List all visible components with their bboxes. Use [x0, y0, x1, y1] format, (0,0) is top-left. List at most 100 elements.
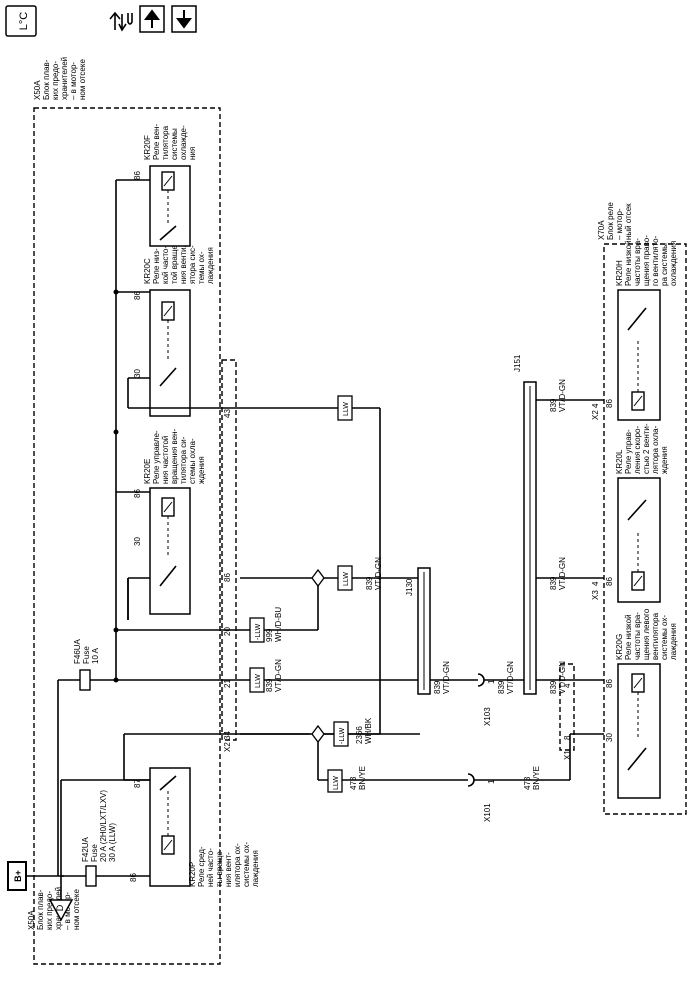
- relay-kr20c-label: KR20C Реле низ- кой часто- той враще- ни…: [143, 240, 215, 284]
- svg-text:4: 4: [591, 581, 600, 586]
- toolbar: L°C: [0, 0, 220, 48]
- relay-kr20p-label: KR20P Реле сред- ней часто- ты враще- ни…: [188, 842, 260, 887]
- relay-kr20c: [149, 289, 191, 417]
- svg-text:лятора охла-: лятора охла-: [651, 425, 660, 474]
- svg-text:тилятора си-: тилятора си-: [179, 436, 188, 484]
- svg-text:4: 4: [563, 683, 572, 688]
- svg-text:BN/YE: BN/YE: [358, 766, 367, 790]
- svg-text:VT/D-GN: VT/D-GN: [274, 659, 283, 692]
- relay-kr20h: [617, 289, 661, 421]
- relay-kr20l-label: KR20L Реле управ- ления скоро- стью 2 ве…: [615, 423, 669, 474]
- svg-text:Fuse: Fuse: [82, 646, 91, 664]
- svg-text:B+: B+: [13, 870, 23, 882]
- svg-text:вращения вен-: вращения вен-: [170, 428, 179, 484]
- svg-text:L°C: L°C: [18, 12, 30, 31]
- svg-text:ятора сис-: ятора сис-: [188, 245, 197, 284]
- svg-text:-LLW: -LLW: [255, 623, 262, 640]
- x70a-label: X70A Блок реле – мотор- ный отсек: [597, 202, 633, 240]
- svg-text:ждения: ждения: [660, 446, 669, 474]
- svg-text:Реле управле-: Реле управле-: [152, 430, 161, 484]
- svg-text:той враще-: той враще-: [170, 242, 179, 284]
- relay-kr20l: [617, 477, 661, 603]
- svg-text:KR20G: KR20G: [615, 634, 624, 660]
- svg-text:охлажде-: охлажде-: [179, 125, 188, 160]
- svg-text:KR20E: KR20E: [143, 459, 152, 484]
- x2-connector-outline: [221, 359, 237, 741]
- svg-text:1: 1: [487, 679, 496, 684]
- svg-text:34: 34: [223, 731, 232, 740]
- svg-text:20 A (2H0/LXT/LXV): 20 A (2H0/LXT/LXV): [99, 790, 108, 862]
- svg-text:2366: 2366: [355, 726, 364, 744]
- svg-text:X3: X3: [591, 590, 600, 600]
- svg-text:D: D: [55, 904, 65, 911]
- svg-text:вентилятора: вентилятора: [651, 612, 660, 660]
- svg-text:системы ох-: системы ох-: [660, 615, 669, 660]
- svg-text:– в мотор-: – в мотор-: [69, 62, 78, 100]
- svg-text:WH/BK: WH/BK: [364, 717, 373, 744]
- arrow-down-icon[interactable]: [171, 5, 197, 33]
- relay-kr20g: [617, 663, 661, 799]
- svg-text:KR20P: KR20P: [188, 862, 197, 887]
- x50a-top-label: X50A Блок плав- ких предо- хранителей – …: [33, 57, 87, 100]
- svg-text:WH/D-BU: WH/D-BU: [274, 607, 283, 642]
- relay-kr20f: [149, 165, 191, 247]
- svg-text:86: 86: [129, 873, 138, 882]
- arrow-up-icon[interactable]: [139, 5, 165, 33]
- navigate-icon[interactable]: [109, 11, 133, 32]
- svg-text:Реле сред-: Реле сред-: [197, 846, 206, 887]
- svg-text:10 A: 10 A: [91, 647, 100, 664]
- svg-text:21: 21: [223, 679, 232, 688]
- svg-text:839: 839: [433, 680, 442, 694]
- svg-text:KR20L: KR20L: [615, 449, 624, 474]
- svg-text:ких предо-: ких предо-: [51, 61, 60, 100]
- svg-text:Реле низкой: Реле низкой: [624, 240, 633, 286]
- svg-text:лаждения: лаждения: [669, 623, 678, 660]
- svg-text:системы: системы: [170, 128, 179, 160]
- svg-text:8: 8: [563, 735, 572, 740]
- svg-text:ный отсек: ный отсек: [624, 203, 633, 240]
- svg-text:Блок реле: Блок реле: [606, 202, 615, 240]
- svg-text:X2: X2: [223, 742, 232, 752]
- svg-text:86: 86: [133, 171, 142, 180]
- svg-text:хранителей: хранителей: [60, 57, 69, 100]
- x50a-block-outline: [33, 107, 221, 965]
- svg-text:ждения: ждения: [197, 456, 206, 484]
- location-legend-icon[interactable]: L°C: [5, 5, 37, 37]
- svg-text:X1: X1: [563, 750, 572, 760]
- svg-text:J151: J151: [513, 354, 522, 372]
- svg-text:кой часто-: кой часто-: [161, 246, 170, 284]
- svg-text:473: 473: [349, 776, 358, 790]
- svg-text:тилятора: тилятора: [161, 125, 170, 160]
- svg-text:839: 839: [497, 680, 506, 694]
- svg-text:1: 1: [487, 779, 496, 784]
- svg-text:473: 473: [523, 776, 532, 790]
- svg-text:системы ох-: системы ох-: [242, 842, 251, 887]
- svg-text:ном отсеке: ном отсеке: [72, 889, 81, 930]
- svg-text:X2: X2: [591, 410, 600, 420]
- fuse-f42ua: [85, 865, 97, 887]
- svg-text:839: 839: [265, 678, 274, 692]
- svg-text:F42UA: F42UA: [81, 836, 90, 862]
- svg-text:го вентилято-: го вентилято-: [651, 235, 660, 286]
- x1-connector-outline: [559, 663, 575, 751]
- svg-text:ней часто-: ней часто-: [206, 848, 215, 887]
- fuse-f46ua-label: F46UA Fuse 10 A: [73, 638, 100, 664]
- svg-text:86: 86: [605, 399, 614, 408]
- svg-text:ном отсеке: ном отсеке: [78, 59, 87, 100]
- relay-kr20e-label: KR20E Реле управле- ния частотой вращени…: [143, 428, 206, 484]
- svg-text:J130: J130: [405, 578, 414, 596]
- splice-j130: [417, 567, 431, 695]
- x70a-block-outline: [603, 243, 687, 815]
- svg-text:30: 30: [605, 733, 614, 742]
- svg-text:839: 839: [549, 680, 558, 694]
- svg-text:– в мотор-: – в мотор-: [63, 892, 72, 930]
- svg-text:ния вентил-: ния вентил-: [179, 240, 188, 284]
- svg-text:лаждения: лаждения: [251, 850, 260, 887]
- relay-kr20h-label: KR20H Реле низкой частоты вра- щения пра…: [615, 235, 678, 286]
- svg-text:VT/D-GN: VT/D-GN: [374, 557, 383, 590]
- svg-text:839: 839: [549, 576, 558, 590]
- svg-text:4: 4: [591, 403, 600, 408]
- svg-text:LLW: LLW: [343, 572, 350, 586]
- svg-text:ты враще-: ты враще-: [215, 848, 224, 887]
